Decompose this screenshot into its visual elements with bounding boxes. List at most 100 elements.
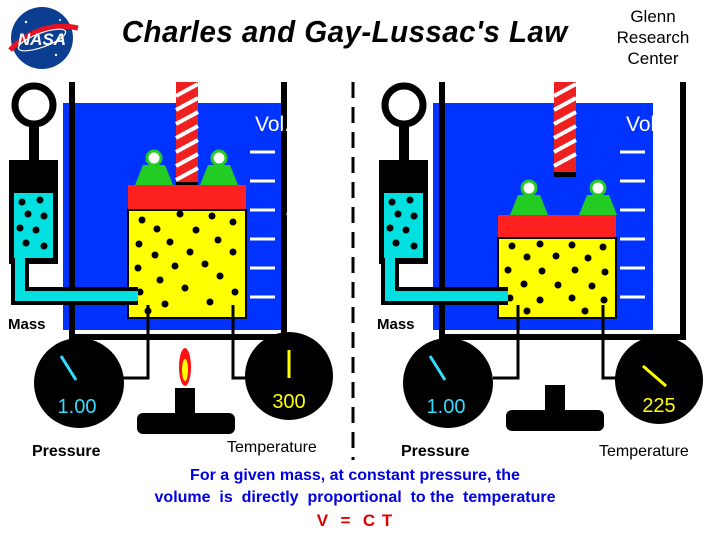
scale-number: 6 — [286, 143, 297, 165]
pressure-label: Pressure — [32, 443, 101, 460]
temperature-wire — [231, 305, 246, 380]
burner-base — [137, 413, 235, 434]
left-container — [69, 82, 287, 340]
center-name-line: Center — [627, 49, 679, 68]
left-weights — [135, 149, 238, 185]
weight-handle — [210, 149, 228, 167]
mass-label: Mass — [377, 316, 415, 333]
right-container — [439, 82, 686, 340]
gas-molecule — [171, 262, 179, 270]
pressure-wire — [493, 305, 520, 380]
gas-molecule — [151, 251, 159, 259]
nasa-logo-text: NASA — [18, 30, 66, 49]
gas-molecule — [166, 238, 174, 246]
gas-molecule — [568, 241, 576, 249]
mass-molecule — [36, 196, 44, 204]
gas-molecule — [138, 216, 146, 224]
scale-number: 3 — [286, 230, 297, 252]
left-volume-scale — [250, 150, 275, 299]
right-apparatus: Vol. 6 5 4 3 2 1 — [377, 82, 703, 460]
gas-molecule — [231, 288, 239, 296]
gas-molecule — [508, 242, 516, 250]
left-piston — [128, 185, 246, 212]
gas-molecule — [552, 252, 560, 260]
center-name: Glenn Research Center — [600, 6, 706, 69]
gauge-needle — [428, 355, 447, 381]
scale-number: 4 — [286, 201, 297, 223]
center-name-line: Research — [616, 28, 690, 47]
burner-base — [506, 410, 604, 431]
mass-molecule — [32, 226, 40, 234]
right-piston — [498, 215, 616, 240]
gas-molecule — [523, 307, 531, 315]
left-rod-stripes — [175, 82, 199, 182]
left-pressure-gauge: 1.00 — [34, 338, 124, 428]
scale-number: 1 — [286, 288, 297, 310]
temperature-value: 300 — [272, 391, 305, 413]
pressure-value: 1.00 — [427, 396, 466, 418]
gauge-needle — [59, 355, 78, 381]
gas-molecule — [192, 226, 200, 234]
nasa-logo-swoosh — [8, 23, 79, 52]
weight-handle — [520, 179, 538, 197]
gas-molecule — [584, 254, 592, 262]
gas-molecule — [571, 266, 579, 274]
scale-number: 2 — [286, 259, 297, 281]
left-gas-chamber — [127, 209, 247, 319]
left-scale-labels: Vol. 6 5 4 3 2 1 — [255, 113, 297, 310]
temperature-label: Temperature — [599, 443, 689, 460]
right-rod-stripes — [553, 82, 577, 168]
mass-label: Mass — [8, 316, 46, 333]
left-rod-cap — [176, 182, 198, 187]
left-mass-reservoir — [9, 82, 138, 305]
weight-block — [510, 195, 548, 215]
page-title: Charles and Gay-Lussac's Law — [121, 14, 568, 49]
nasa-logo-star — [24, 20, 28, 24]
mass-molecule — [22, 239, 30, 247]
gas-molecule — [599, 243, 607, 251]
right-pressure-gauge: 1.00 — [403, 338, 493, 428]
right-gas-molecules — [504, 240, 609, 315]
mass-molecule — [16, 224, 24, 232]
gauge-dial — [34, 338, 124, 428]
gas-molecule — [206, 298, 214, 306]
scale-number: 2 — [656, 259, 667, 281]
bulb-molecules — [16, 196, 48, 250]
caption-line-1: For a given mass, at constant pressure, … — [190, 467, 520, 484]
nasa-logo-star — [59, 19, 61, 21]
gauge-dial — [403, 338, 493, 428]
right-rod-cap — [554, 172, 576, 177]
left-gas-molecules — [134, 210, 239, 315]
feed-pipe — [385, 258, 508, 301]
gas-molecule — [536, 296, 544, 304]
temperature-value: 225 — [642, 395, 675, 417]
weight-block — [200, 165, 238, 185]
gas-molecule — [601, 268, 609, 276]
gas-molecule — [554, 281, 562, 289]
gas-molecule — [229, 218, 237, 226]
gas-molecule — [153, 225, 161, 233]
gas-molecule — [201, 260, 209, 268]
pressure-label: Pressure — [401, 443, 470, 460]
gas-molecule — [186, 248, 194, 256]
caption-line-2: volume is directly proportional to the t… — [154, 489, 556, 506]
right-weights — [510, 179, 617, 215]
pressure-wire — [123, 305, 150, 380]
mass-molecule — [388, 198, 396, 206]
gas-molecule — [176, 210, 184, 218]
burner-stem — [545, 385, 565, 411]
volume-label: Vol. — [255, 113, 290, 136]
mass-molecule — [40, 212, 48, 220]
gas-molecule — [134, 264, 142, 272]
nasa-logo-star — [54, 53, 58, 57]
volume-label: Vol. — [626, 113, 661, 136]
right-gas-chamber — [497, 237, 617, 319]
weight-handle — [145, 149, 163, 167]
formula: V = C T — [316, 511, 394, 530]
mass-molecule — [402, 226, 410, 234]
weight-block — [579, 195, 617, 215]
gas-molecule — [216, 272, 224, 280]
scale-number: 3 — [656, 230, 667, 252]
mass-molecule — [410, 242, 418, 250]
